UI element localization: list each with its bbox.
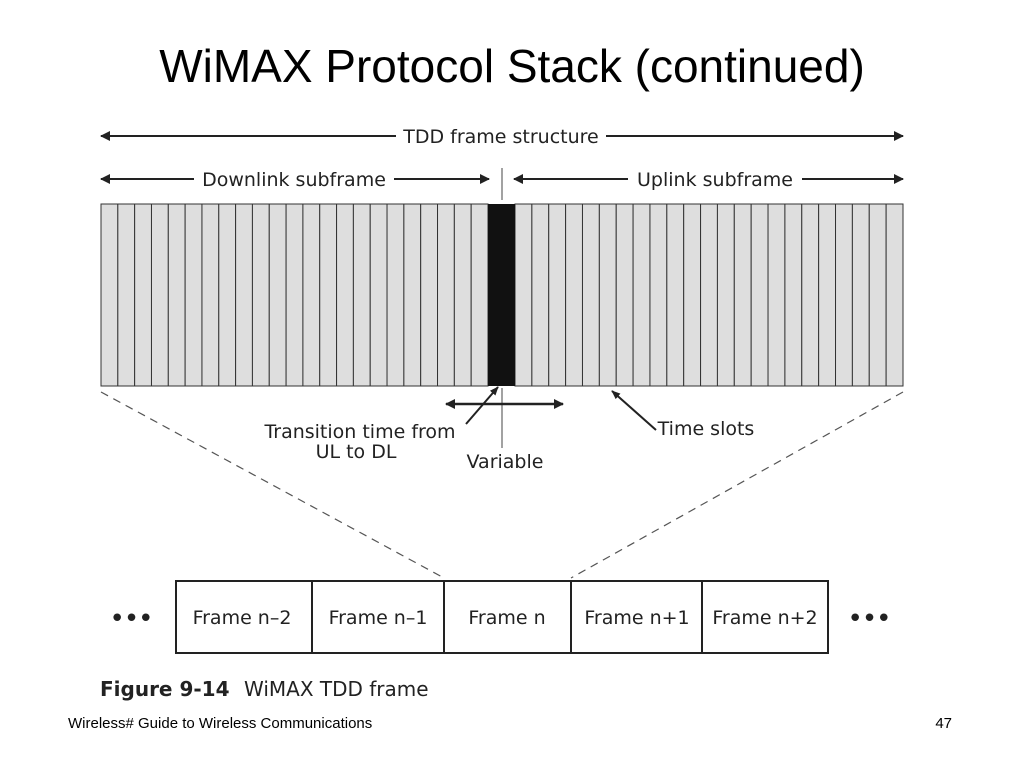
downlink-time-slot: [100, 203, 119, 387]
uplink-time-slot: [784, 203, 803, 387]
frame-label: Frame n: [468, 607, 545, 629]
figure-caption: WiMAX TDD frame: [244, 677, 429, 701]
downlink-time-slot: [167, 203, 186, 387]
uplink-time-slot: [548, 203, 567, 387]
downlink-time-slot: [251, 203, 270, 387]
uplink-time-slot: [683, 203, 702, 387]
footer-course-title: Wireless# Guide to Wireless Communicatio…: [68, 715, 373, 732]
downlink-time-slot: [302, 203, 321, 387]
frame-sequence-border: [175, 580, 829, 654]
uplink-label: Uplink subframe: [637, 169, 793, 191]
uplink-time-slot: [835, 203, 853, 387]
downlink-time-slot: [437, 203, 455, 387]
frame-label: Frame n+1: [584, 607, 689, 629]
uplink-time-slot: [700, 203, 718, 387]
frame-sequence: Frame n–2 Frame n–1 Frame n Frame n+1 Fr…: [175, 580, 829, 654]
downlink-time-slot: [184, 203, 203, 387]
downlink-time-slot: [218, 203, 237, 387]
downlink-time-slot: [470, 203, 489, 387]
downlink-time-slot: [369, 203, 388, 387]
downlink-time-slot: [268, 203, 287, 387]
transition-label-line2: UL to DL: [316, 441, 397, 463]
uplink-time-slot: [801, 203, 820, 387]
uplink-time-slot: [531, 203, 550, 387]
uplink-time-slot: [716, 203, 735, 387]
uplink-time-slot: [514, 203, 533, 387]
downlink-time-slot: [420, 203, 439, 387]
downlink-time-slot: [134, 203, 152, 387]
uplink-time-slot: [632, 203, 651, 387]
downlink-time-slot: [453, 203, 472, 387]
uplink-time-slot: [649, 203, 668, 387]
zoom-line-left: [100, 391, 445, 579]
uplink-time-slot: [615, 203, 634, 387]
time-slots-label: Time slots: [657, 418, 755, 440]
downlink-time-slot: [150, 203, 169, 387]
uplink-time-slot: [767, 203, 786, 387]
ellipsis-right: •••: [847, 604, 890, 634]
figure-number: Figure 9-14: [100, 677, 230, 701]
uplink-time-slot: [733, 203, 752, 387]
uplink-time-slot: [666, 203, 685, 387]
uplink-time-slot: [750, 203, 769, 387]
time-slots-group: [100, 203, 904, 387]
ellipsis-left: •••: [109, 604, 152, 634]
downlink-time-slot: [285, 203, 304, 387]
frame-label: Frame n–1: [329, 607, 428, 629]
uplink-time-slot: [598, 203, 617, 387]
downlink-time-slot: [235, 203, 253, 387]
transition-pointer: [465, 386, 499, 425]
transition-gap: [488, 204, 515, 386]
uplink-time-slot: [581, 203, 600, 387]
downlink-time-slot: [403, 203, 422, 387]
transition-label-line1: Transition time from: [263, 421, 455, 443]
uplink-time-slot: [851, 203, 870, 387]
downlink-time-slot: [319, 203, 338, 387]
page-number: 47: [935, 715, 952, 732]
variable-label: Variable: [467, 451, 544, 473]
slide-title: WiMAX Protocol Stack (continued): [159, 40, 865, 92]
downlink-label: Downlink subframe: [202, 169, 386, 191]
uplink-time-slot: [868, 203, 887, 387]
uplink-time-slot: [565, 203, 583, 387]
tdd-frame-label: TDD frame structure: [402, 126, 599, 148]
frame-label: Frame n–2: [193, 607, 292, 629]
downlink-time-slot: [201, 203, 220, 387]
frame-label: Frame n+2: [712, 607, 817, 629]
time-slots-pointer: [611, 390, 657, 431]
uplink-time-slot: [818, 203, 837, 387]
downlink-time-slot: [352, 203, 371, 387]
zoom-line-right: [570, 391, 904, 579]
uplink-time-slot: [885, 203, 904, 387]
downlink-time-slot: [336, 203, 354, 387]
downlink-time-slot: [386, 203, 405, 387]
downlink-time-slot: [117, 203, 136, 387]
